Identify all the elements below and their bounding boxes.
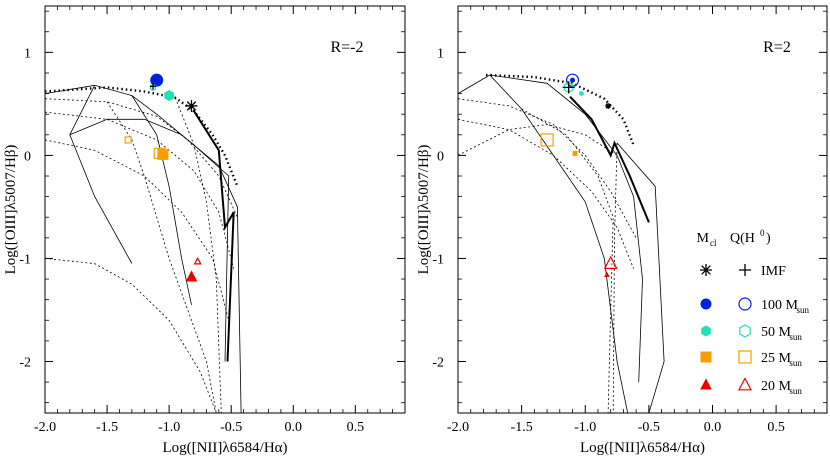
panel-2: -2.0 -1.5 -1.0 -0.5 0.0 0.5 1 0 -1 -2Log([NII]λ65… — [416, 5, 828, 456]
x-tick-label: -1.5 — [96, 420, 118, 435]
model-line — [458, 98, 637, 238]
legend-marker — [700, 264, 712, 276]
legend-marker — [738, 350, 752, 364]
data-marker — [185, 99, 198, 112]
bold-model-line — [193, 110, 235, 362]
data-marker — [164, 90, 174, 102]
legend-label: 25 M — [761, 351, 792, 366]
legend-header: M — [697, 231, 710, 246]
x-tick-label: -0.5 — [220, 420, 242, 435]
model-line — [69, 85, 133, 264]
data-marker — [153, 147, 165, 159]
data-marker — [605, 102, 612, 109]
legend-marker — [700, 351, 712, 363]
legend-marker — [739, 264, 751, 276]
model-line — [616, 142, 665, 413]
data-marker — [185, 270, 198, 282]
model-line — [489, 74, 643, 383]
data-marker — [579, 91, 584, 97]
legend-label-sub: sun — [789, 332, 802, 342]
legend-marker — [700, 378, 712, 390]
y-tick-label: -2 — [19, 355, 31, 370]
markers — [124, 73, 202, 282]
x-tick-label: 0.5 — [347, 420, 365, 435]
y-tick-label: -1 — [432, 252, 444, 267]
model-line — [458, 124, 618, 156]
y-tick-label: -1 — [19, 252, 31, 267]
plot-frame — [44, 5, 406, 414]
model-line — [458, 74, 629, 413]
x-tick-label: -1.0 — [158, 420, 180, 435]
legend-label: IMF — [761, 264, 786, 279]
legend-label-sub: sun — [789, 358, 802, 368]
legend-marker — [738, 297, 752, 311]
x-tick-label: 0.0 — [704, 420, 722, 435]
model-line — [612, 142, 618, 413]
legend-marker — [739, 324, 751, 338]
x-tick-label: -0.5 — [638, 420, 660, 435]
model-grid — [45, 84, 242, 413]
data-marker — [562, 81, 575, 94]
legend-label-sub: sun — [789, 386, 802, 396]
data-marker — [150, 73, 164, 87]
y-tick-label: -2 — [432, 355, 444, 370]
panel-1: -2.0 -1.5 -1.0 -0.5 0.0 0.5 1 0 -1 -2Log([NII]λ65… — [3, 5, 406, 456]
legend-label: 50 M — [761, 325, 792, 340]
data-marker — [150, 83, 156, 90]
x-tick-label: 0.5 — [767, 420, 785, 435]
model-grid — [458, 73, 665, 413]
panel-title: R=-2 — [330, 39, 363, 56]
bold-model-line — [485, 73, 635, 146]
bold-model-line — [569, 96, 650, 223]
y-axis-label: Log([OIII]λ5007/Hβ) — [416, 145, 432, 275]
y-tick-label: 0 — [437, 149, 444, 164]
data-marker — [603, 255, 618, 269]
model-line — [45, 139, 230, 321]
x-axis-label: Log([NII]λ6584/Hα) — [162, 440, 287, 456]
y-axis-label: Log([OIII]λ5007/Hβ) — [3, 145, 19, 275]
data-marker — [604, 271, 610, 277]
legend-header-sup: 0 — [760, 228, 765, 238]
data-marker — [572, 150, 578, 156]
data-marker — [540, 133, 554, 147]
legend-header: ) — [766, 231, 771, 246]
model-line — [521, 108, 614, 413]
data-marker — [157, 148, 169, 160]
legend-label-sub: sun — [797, 305, 810, 315]
model-line — [106, 101, 217, 413]
x-tick-label: -2.0 — [34, 420, 56, 435]
model-line — [458, 118, 634, 269]
model-line — [69, 118, 242, 413]
legend-header: Q(H — [730, 231, 755, 246]
y-tick-label: 1 — [24, 46, 31, 61]
markers — [540, 73, 618, 277]
x-axis-label: Log([NII]λ6584/Hα) — [580, 440, 705, 456]
model-line — [45, 98, 238, 218]
x-tick-label: -2.0 — [447, 420, 469, 435]
panel-title: R=2 — [763, 39, 791, 56]
data-marker — [570, 77, 576, 83]
data-marker — [193, 256, 202, 265]
x-tick-label: 0.0 — [285, 420, 303, 435]
x-tick-label: -1.0 — [574, 420, 596, 435]
legend-marker — [738, 377, 752, 391]
bold-model-line — [45, 86, 239, 187]
legend-label: 100 M — [761, 298, 799, 313]
legend-marker — [700, 298, 712, 310]
legend-label: 20 M — [761, 379, 792, 394]
y-tick-label: 0 — [24, 149, 31, 164]
data-marker — [124, 136, 132, 144]
x-tick-label: -1.5 — [511, 420, 533, 435]
model-line — [45, 111, 235, 269]
plot-frame — [457, 5, 828, 414]
model-line — [174, 97, 222, 413]
model-line — [45, 258, 217, 413]
legend-header-sub: cl — [710, 238, 717, 248]
legend-marker — [701, 325, 711, 337]
y-tick-label: 1 — [437, 46, 444, 61]
